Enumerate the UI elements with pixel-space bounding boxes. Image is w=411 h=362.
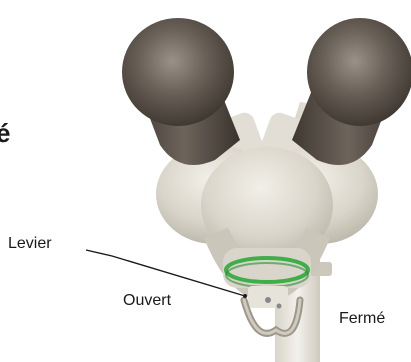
left-eyepiece <box>122 18 240 165</box>
lever-label: Levier <box>8 235 52 252</box>
right-eyepiece <box>292 18 411 165</box>
open-label: Ouvert <box>123 292 172 309</box>
closed-label: Fermé <box>339 310 385 327</box>
title-fragment: é <box>0 118 10 148</box>
